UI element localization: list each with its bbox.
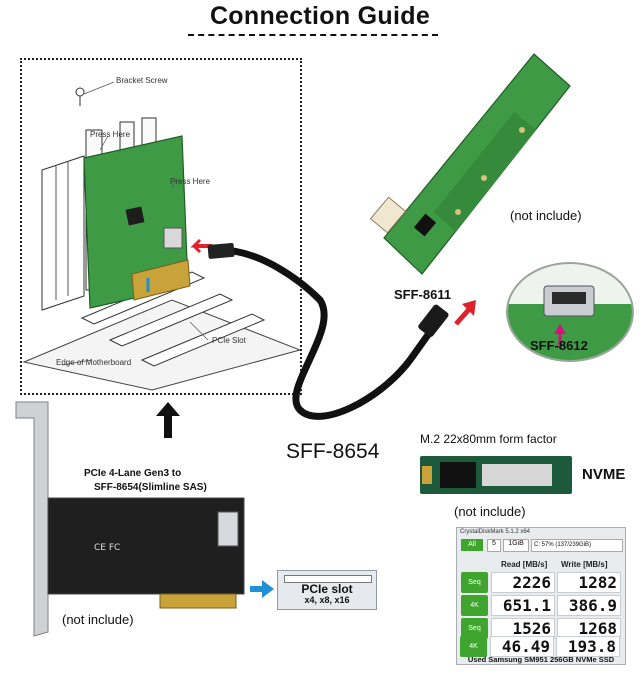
pcie-slot-widths: x4, x8, x16	[304, 595, 350, 605]
label-press-here-2: Press Here	[170, 177, 211, 186]
ssd-chip	[440, 462, 476, 488]
benchmark-count-select[interactable]: 5	[487, 539, 501, 552]
label-nvme: NVME	[582, 466, 626, 483]
m2-nvme-ssd	[420, 456, 572, 494]
benchmark-read-value: 46.49	[490, 636, 554, 657]
pcie-slot-title: PCIe slot	[301, 582, 353, 596]
page-title: Connection Guide	[209, 2, 431, 30]
ssd-sticker	[482, 464, 552, 486]
label-press-here-1: Press Here	[90, 130, 131, 139]
title-underline	[188, 34, 438, 36]
sff-8612-connector-zoom	[506, 262, 634, 362]
benchmark-write-value: 193.8	[556, 636, 620, 657]
benchmark-run-all-button[interactable]: All	[461, 539, 483, 551]
benchmark-footer: Used Samsung SM951 256GB NVMe SSD	[467, 655, 615, 664]
pcie-slot-box: PCIe slot x4, x8, x16	[277, 570, 377, 610]
benchmark-size-select[interactable]: 1GiB	[503, 539, 529, 552]
benchmark-window-title: CrystalDiskMark 5.1.2 x64	[460, 529, 531, 535]
sff-8654-cable	[207, 242, 449, 420]
card-title-line1: PCIe 4-Lane Gen3 to	[84, 468, 182, 479]
benchmark-write-value: 1282	[557, 572, 621, 593]
label-card-not-include: (not include)	[62, 612, 134, 627]
benchmark-row-button[interactable]: Seq	[461, 618, 488, 639]
label-edge-of-motherboard: Edge of Motherboard	[56, 358, 132, 367]
label-ssd-not-include: (not include)	[454, 504, 526, 519]
benchmark-write-value: 386.9	[557, 595, 621, 616]
benchmark-drive-select[interactable]: C: 57% (137/239GiB)	[531, 539, 623, 552]
label-sff-8654: SFF-8654	[286, 440, 380, 463]
benchmark-row-button[interactable]: 4K Q32T1	[461, 595, 488, 630]
red-arrow-icon	[454, 300, 476, 326]
benchmark-row-button[interactable]: 4K	[460, 636, 487, 657]
benchmark-read-header: Read [MB/s]	[501, 560, 548, 569]
diagram-drawing	[22, 81, 302, 391]
label-top-not-include: (not include)	[510, 208, 582, 223]
up-arrow-icon	[156, 402, 180, 438]
label-sff-8611: SFF-8611	[394, 287, 452, 302]
label-pcie-slot: PCIe Slot	[212, 336, 246, 345]
card-title-line2: SFF-8654(Slimline SAS)	[94, 482, 207, 493]
pcie-slot-drawing	[284, 575, 372, 583]
benchmark-read-value: 651.1	[491, 595, 555, 616]
benchmark-row-button[interactable]: Seq Q32T1	[461, 572, 488, 607]
card-ce-mark: CE FC	[94, 543, 120, 553]
label-m2-form-factor: M.2 22x80mm form factor	[420, 432, 557, 446]
label-bracket-screw: Bracket Screw	[116, 76, 168, 85]
blue-arrow-icon	[250, 580, 274, 598]
benchmark-read-value: 2226	[491, 572, 555, 593]
installation-diagram: Bracket Screw Press Here Press Here PCIe…	[20, 58, 302, 395]
benchmark-write-header: Write [MB/s]	[561, 560, 608, 569]
label-sff-8612: SFF-8612	[530, 338, 588, 353]
ssd-contacts	[422, 466, 432, 484]
sff-8611-adapter-board	[369, 53, 571, 275]
pcie-adapter-card: CE FC	[15, 401, 245, 637]
